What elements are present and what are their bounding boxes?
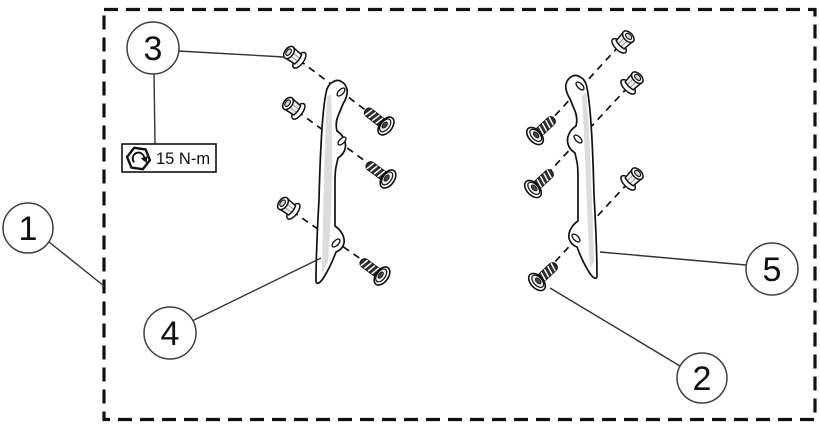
pan-head-screw: [360, 154, 400, 192]
mounting-bracket-left: [315, 79, 349, 285]
callout-circle[interactable]: [143, 306, 197, 360]
callout-leader-line-3: [177, 50, 285, 58]
pan-head-screw: [520, 163, 560, 202]
callout-circle[interactable]: [126, 21, 180, 75]
torque-leader-line: [153, 72, 156, 145]
flange-nut: [273, 192, 304, 223]
callout-circle[interactable]: [745, 242, 799, 296]
callout-circle[interactable]: [676, 352, 728, 404]
bracket-shading: [322, 94, 333, 273]
left-bracket-assembly: [273, 41, 400, 289]
right-bracket-assembly: [520, 26, 648, 295]
pan-head-screw: [522, 110, 562, 149]
fastener-alignment-line: [539, 45, 620, 133]
callout-number: 4: [161, 315, 180, 353]
flange-nut: [617, 163, 648, 194]
torque-spec-label: 15 N-m: [121, 143, 217, 173]
diagram-boundary-dashed-border: [102, 7, 817, 422]
torque-arrowhead: [140, 156, 148, 163]
callout-leader-line-5: [599, 251, 747, 266]
callout-5[interactable]: 5: [745, 242, 799, 296]
bracket-hole: [571, 233, 581, 243]
callout-leader-line-4: [191, 257, 322, 322]
pan-head-screw: [524, 256, 564, 295]
flange-nut: [279, 41, 310, 72]
callout-circle[interactable]: [2, 202, 54, 254]
mounting-bracket-right: [564, 74, 598, 280]
callout-1[interactable]: 1: [2, 202, 54, 254]
flange-nut: [608, 26, 639, 57]
callout-number: 2: [693, 360, 712, 398]
pan-head-screw: [358, 101, 398, 139]
callout-leader-line-2: [549, 287, 681, 367]
flange-nut: [278, 92, 309, 123]
bracket-shading: [582, 92, 594, 268]
bracket-hole: [337, 136, 347, 146]
callout-number: 3: [144, 30, 163, 68]
callout-number: 5: [763, 251, 782, 289]
callout-2[interactable]: 2: [676, 352, 728, 404]
pan-head-screw: [354, 251, 394, 289]
bracket-hole: [575, 81, 585, 91]
callout-number: 1: [19, 210, 38, 248]
bracket-hole: [331, 238, 341, 248]
callout-leader-line-1: [48, 241, 105, 287]
torque-hexagon-icon: [125, 146, 152, 171]
torque-value: 15 N-m: [156, 150, 210, 168]
bracket-hole: [573, 134, 583, 144]
flange-nut: [617, 67, 648, 98]
callout-4[interactable]: 4: [143, 306, 197, 360]
callout-3[interactable]: 3: [126, 21, 180, 75]
bracket-hole: [336, 87, 346, 97]
